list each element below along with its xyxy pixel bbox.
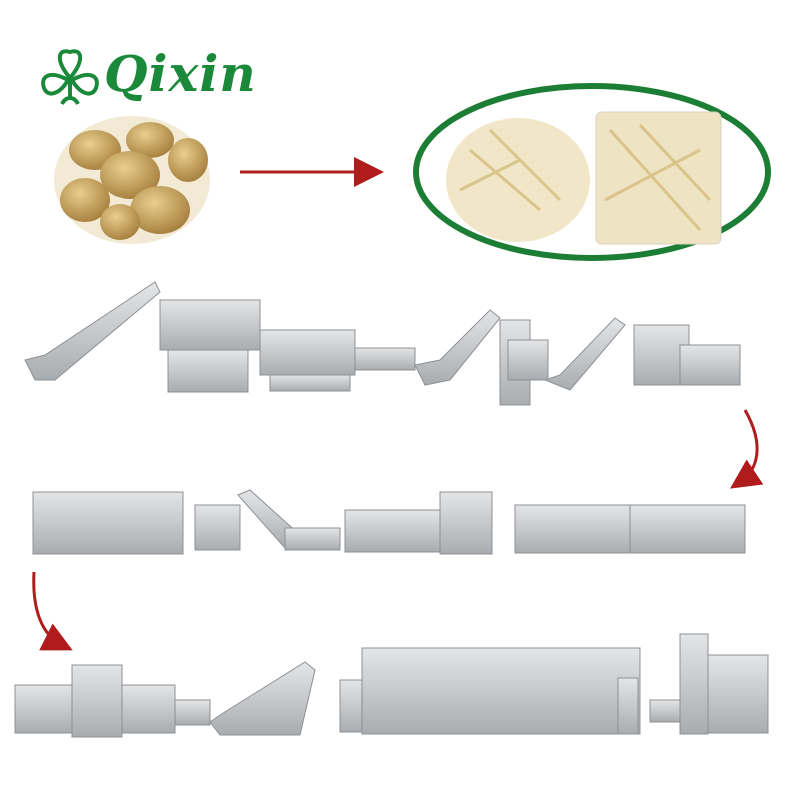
curved-arrow-icon <box>730 409 764 489</box>
french-fries-image <box>413 83 771 261</box>
machine-row-3 <box>14 633 769 738</box>
brand-logo-text: Qixin <box>104 44 257 103</box>
potatoes-image <box>54 116 210 244</box>
machine-row-1 <box>24 281 741 406</box>
curved-arrow-icon-2 <box>32 571 73 651</box>
machine-row-2 <box>32 489 746 555</box>
shamrock-logo-icon <box>41 49 99 106</box>
